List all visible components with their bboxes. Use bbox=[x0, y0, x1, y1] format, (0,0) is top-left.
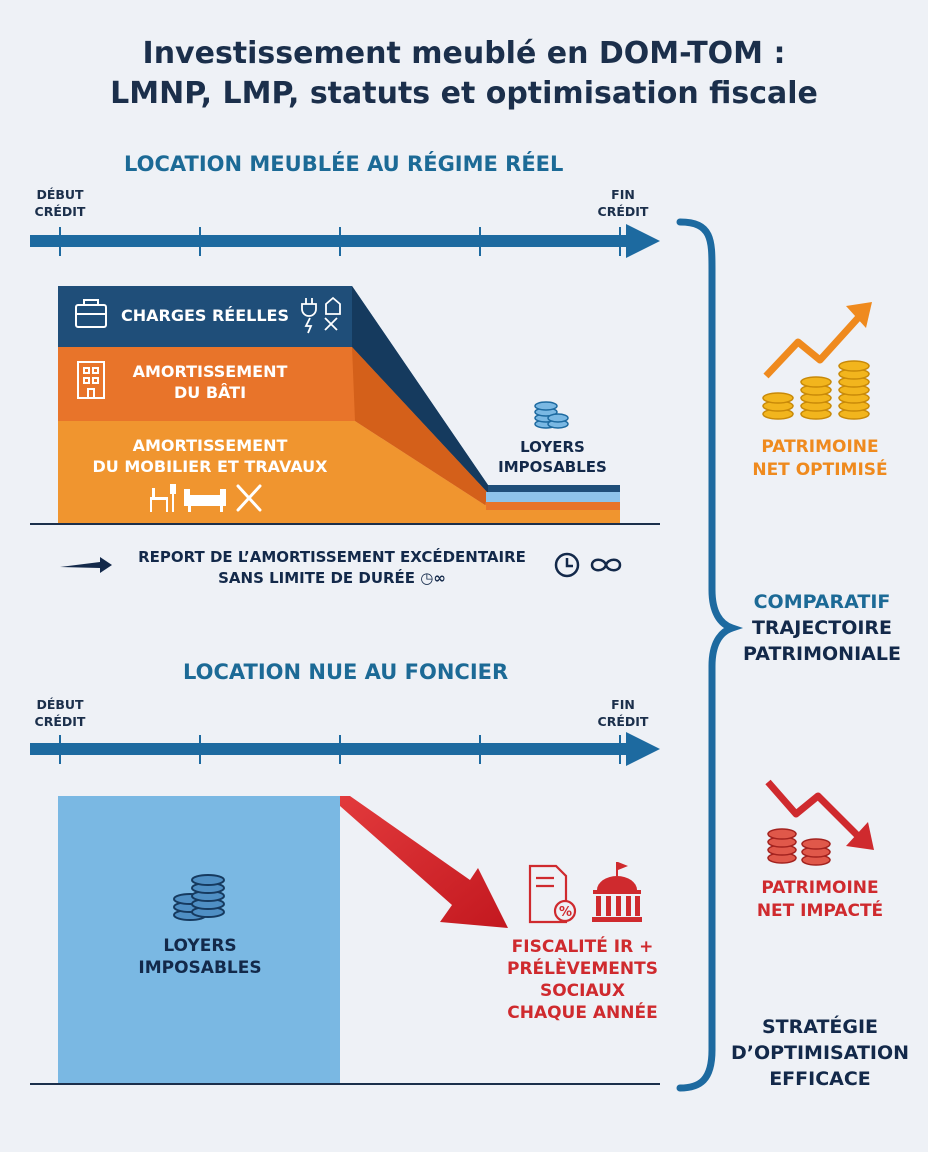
curly-brace bbox=[676, 218, 744, 1092]
strategie-line-1: STRATÉGIE bbox=[761, 1016, 879, 1038]
impacte-line-2: NET IMPACTÉ bbox=[756, 901, 884, 921]
clock-infinity-inline-icon: ◷∞ bbox=[420, 569, 446, 587]
patrimoine-impacte-label: PATRIMOINE NET IMPACTÉ bbox=[730, 877, 910, 923]
fiscalite-line-3: SOCIAUX bbox=[539, 981, 626, 1001]
timeline-start-label-nue: DÉBUT CRÉDIT bbox=[15, 696, 105, 730]
band-amortissement-bati-line-1: AMORTISSEMENT bbox=[132, 362, 288, 381]
section-heading-meuble: LOCATION MEUBLÉE AU RÉGIME RÉEL bbox=[124, 152, 564, 176]
report-line-2: SANS LIMITE DE DURÉE bbox=[218, 569, 416, 587]
trend-down-arrow-icon bbox=[765, 779, 874, 850]
clock-infinity-icon bbox=[554, 552, 622, 578]
loyers-imposables-nue: LOYERS IMPOSABLES bbox=[100, 935, 300, 979]
start-label-nue-line-1: DÉBUT bbox=[36, 697, 84, 712]
band-amortissement-mobilier-line-2: DU MOBILIER ET TRAVAUX bbox=[92, 457, 328, 476]
timeline-nue bbox=[30, 732, 660, 766]
strategie-line-3: EFFICACE bbox=[769, 1068, 871, 1090]
fiscalite-line-2: PRÉLÈVEMENTS bbox=[507, 959, 658, 979]
end-label-nue-line-2: CRÉDIT bbox=[597, 714, 649, 729]
fiscalite-label: FISCALITÉ IR + PRÉLÈVEMENTS SOCIAUX CHAQ… bbox=[480, 936, 685, 1024]
loyers-meuble-line-2: IMPOSABLES bbox=[498, 458, 607, 476]
timeline-end-label-meuble: FIN CRÉDIT bbox=[578, 186, 668, 220]
report-amortissement-note: REPORT DE L’AMORTISSEMENT EXCÉDENTAIRE S… bbox=[112, 547, 552, 589]
section-heading-nue: LOCATION NUE AU FONCIER bbox=[183, 660, 509, 684]
end-label-line-1: FIN bbox=[611, 187, 635, 202]
impacte-line-1: PATRIMOINE bbox=[761, 878, 879, 898]
building-icon bbox=[77, 361, 105, 399]
band-amortissement-bati: AMORTISSEMENT DU BÂTI bbox=[100, 361, 320, 403]
optimise-line-2: NET OPTIMISÉ bbox=[752, 460, 888, 480]
timeline-start-label-meuble: DÉBUT CRÉDIT bbox=[15, 186, 105, 220]
start-label-nue-line-2: CRÉDIT bbox=[34, 714, 86, 729]
report-line-1: REPORT DE L’AMORTISSEMENT EXCÉDENTAIRE bbox=[138, 548, 526, 566]
comparatif-label: COMPARATIF TRAJECTOIRE PATRIMONIALE bbox=[722, 589, 922, 667]
tax-document-icon: % bbox=[528, 864, 577, 924]
patrimoine-optimise-label: PATRIMOINE NET OPTIMISÉ bbox=[730, 436, 910, 482]
timeline-end-label-nue: FIN CRÉDIT bbox=[578, 696, 668, 730]
falling-coins-icon bbox=[767, 828, 831, 866]
report-line-2-wrap: SANS LIMITE DE DURÉE ◷∞ bbox=[112, 568, 552, 589]
end-label-line-2: CRÉDIT bbox=[597, 204, 649, 219]
rising-coins-icon bbox=[762, 360, 870, 420]
loyers-nue-line-2: IMPOSABLES bbox=[138, 958, 262, 978]
coins-icon-meuble bbox=[534, 401, 569, 429]
red-arrow bbox=[340, 796, 508, 928]
band-charges-reelles: CHARGES RÉELLES bbox=[120, 306, 289, 325]
fiscalite-line-1: FISCALITÉ IR + bbox=[511, 937, 654, 957]
title-line-2: LMNP, LMP, statuts et optimisation fisca… bbox=[110, 76, 818, 111]
loyers-meuble-line-1: LOYERS bbox=[520, 438, 585, 456]
utilities-icon bbox=[301, 296, 341, 334]
furniture-icon bbox=[150, 484, 226, 512]
coins-icon-nue bbox=[173, 874, 225, 921]
title-line-1: Investissement meublé en DOM-TOM : bbox=[142, 36, 786, 71]
trend-up-arrow-icon bbox=[763, 302, 872, 379]
band-amortissement-mobilier-line-1: AMORTISSEMENT bbox=[132, 436, 288, 455]
fiscalite-line-4: CHAQUE ANNÉE bbox=[507, 1003, 658, 1023]
svg-text:%: % bbox=[559, 905, 572, 920]
band-amortissement-bati-line-2: DU BÂTI bbox=[173, 383, 247, 402]
start-label-line-1: DÉBUT bbox=[36, 187, 84, 202]
institution-icon bbox=[592, 862, 642, 922]
comparatif-line-2: TRAJECTOIRE bbox=[751, 617, 893, 639]
loyers-block-nue bbox=[58, 796, 340, 1084]
band-amortissement-mobilier: AMORTISSEMENT DU MOBILIER ET TRAVAUX bbox=[70, 435, 350, 477]
comparatif-line-3: PATRIMONIALE bbox=[743, 643, 901, 665]
loyers-imposables-meuble: LOYERS IMPOSABLES bbox=[485, 437, 620, 477]
loyers-nue-line-1: LOYERS bbox=[163, 936, 237, 956]
strategie-line-2: D’OPTIMISATION bbox=[730, 1042, 910, 1064]
toolbox-icon bbox=[75, 299, 107, 328]
end-label-nue-line-1: FIN bbox=[611, 697, 635, 712]
strategie-label: STRATÉGIE D’OPTIMISATION EFFICACE bbox=[715, 1014, 925, 1092]
timeline-meuble bbox=[30, 224, 660, 258]
start-label-line-2: CRÉDIT bbox=[34, 204, 86, 219]
report-arrow-icon bbox=[60, 557, 112, 573]
tools-icon bbox=[236, 484, 262, 512]
optimise-line-1: PATRIMOINE bbox=[761, 437, 879, 457]
page-title: Investissement meublé en DOM-TOM : LMNP,… bbox=[0, 34, 928, 114]
comparatif-line-1: COMPARATIF bbox=[753, 591, 891, 613]
